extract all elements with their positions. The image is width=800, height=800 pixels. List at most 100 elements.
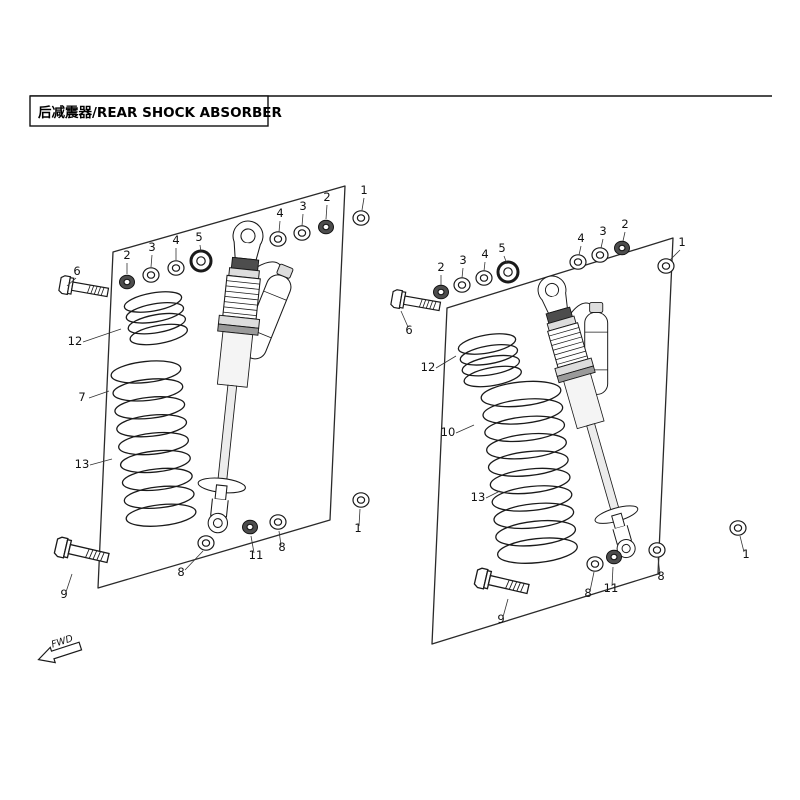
svg-text:1: 1 xyxy=(742,547,749,561)
washer-part1-top-left xyxy=(352,210,370,226)
svg-text:12: 12 xyxy=(68,334,83,348)
callout: 12 xyxy=(421,355,457,374)
main-spring-right xyxy=(479,377,580,568)
nut-part2b-left xyxy=(118,274,136,290)
svg-text:11: 11 xyxy=(604,581,619,595)
callout: 2 xyxy=(437,260,445,285)
callout: 12 xyxy=(68,328,122,348)
callout: 3 xyxy=(599,224,607,249)
svg-text:6: 6 xyxy=(405,323,412,337)
svg-text:3: 3 xyxy=(299,199,306,213)
assembly-right xyxy=(389,237,747,645)
callout: 8 xyxy=(177,550,204,579)
svg-text:8: 8 xyxy=(278,540,285,554)
nut-part2-top-right xyxy=(613,240,631,256)
callout: 1 xyxy=(360,183,368,211)
washer-part4b-left xyxy=(167,260,185,276)
nut-part11-left xyxy=(241,519,259,535)
callout: 6 xyxy=(400,310,413,337)
callout: 6 xyxy=(66,264,81,287)
callout: 8 xyxy=(657,557,665,583)
svg-text:8: 8 xyxy=(177,565,184,579)
svg-text:7: 7 xyxy=(78,390,85,404)
svg-text:2: 2 xyxy=(123,248,130,262)
svg-text:4: 4 xyxy=(481,247,488,261)
svg-text:8: 8 xyxy=(657,569,664,583)
svg-text:4: 4 xyxy=(172,233,179,247)
preload-spring-right xyxy=(456,329,524,392)
callouts-right: 1 2 3 4 5 4 3 2 6 12 10 13 8 11 8 1 9 xyxy=(400,217,750,626)
callout: 2 xyxy=(123,248,131,274)
svg-text:3: 3 xyxy=(459,253,466,267)
callout: 10 xyxy=(441,424,475,439)
washer-part8b-right xyxy=(648,542,666,558)
washer-part8b-left xyxy=(269,514,287,530)
seal-part5-left xyxy=(189,249,213,273)
bolt-lower-left xyxy=(53,535,111,569)
assembly-panel-left xyxy=(97,185,346,589)
bolt-lower-right xyxy=(473,566,531,600)
shock-absorber-right xyxy=(526,262,678,564)
callout: 11 xyxy=(604,566,619,595)
svg-text:2: 2 xyxy=(621,217,628,231)
callout: 8 xyxy=(584,571,595,600)
svg-text:2: 2 xyxy=(437,260,444,274)
title-box xyxy=(29,95,269,127)
washer-part3-top-left xyxy=(293,225,311,241)
svg-text:13: 13 xyxy=(75,457,90,471)
svg-text:9: 9 xyxy=(60,587,67,601)
main-spring-left xyxy=(109,357,198,530)
callout: 7 xyxy=(78,390,110,404)
svg-text:10: 10 xyxy=(441,425,456,439)
callout: 5 xyxy=(195,230,203,253)
svg-text:1: 1 xyxy=(678,235,685,249)
washer-part4-top-right xyxy=(569,254,587,270)
svg-text:3: 3 xyxy=(148,240,155,254)
svg-text:4: 4 xyxy=(276,206,283,220)
svg-text:5: 5 xyxy=(498,241,505,255)
callout: 8 xyxy=(278,530,286,554)
callout: 3 xyxy=(299,199,307,227)
washer-part1-top-right xyxy=(657,258,675,274)
callout: 1 xyxy=(354,508,362,535)
washer-part3-top-right xyxy=(591,247,609,263)
assembly-left xyxy=(53,185,370,589)
nut-part11-right xyxy=(605,549,623,565)
svg-text:5: 5 xyxy=(195,230,202,244)
preload-spring-left xyxy=(122,287,190,350)
callout: 13 xyxy=(75,457,113,471)
svg-text:4: 4 xyxy=(577,231,584,245)
callout: 2 xyxy=(323,190,331,220)
callout: 4 xyxy=(577,231,585,256)
svg-text:1: 1 xyxy=(360,183,367,197)
fwd-arrow-shape xyxy=(37,641,83,664)
washer-part8a-left xyxy=(197,535,215,551)
svg-text:13: 13 xyxy=(471,490,486,504)
callout: 4 xyxy=(481,247,489,272)
svg-text:6: 6 xyxy=(73,264,80,278)
page-title: 后减震器/REAR SHOCK ABSORBER xyxy=(38,104,283,121)
washer-part1b-left xyxy=(352,492,370,508)
callout: 5 xyxy=(498,241,508,265)
callout: 4 xyxy=(276,206,284,233)
washer-part3b-right xyxy=(453,277,471,293)
bolt-upper-left xyxy=(57,274,110,302)
svg-text:11: 11 xyxy=(249,548,264,562)
svg-text:3: 3 xyxy=(599,224,606,238)
nut-part2b-right xyxy=(432,284,450,300)
washer-part8a-right xyxy=(586,556,604,572)
washer-part1b-right xyxy=(729,520,747,536)
washer-part3b-left xyxy=(142,267,160,283)
callout: 3 xyxy=(459,253,467,279)
callout: 4 xyxy=(172,233,180,260)
callout: 1 xyxy=(669,235,686,261)
nut-part2-top-left xyxy=(317,219,335,235)
svg-text:8: 8 xyxy=(584,586,591,600)
callout: 3 xyxy=(148,240,156,268)
callouts-left: 1 2 3 4 5 4 3 2 6 12 7 13 8 11 8 1 9 xyxy=(60,183,367,601)
washer-part4b-right xyxy=(475,270,493,286)
svg-text:2: 2 xyxy=(323,190,330,204)
callout: 9 xyxy=(60,573,73,601)
